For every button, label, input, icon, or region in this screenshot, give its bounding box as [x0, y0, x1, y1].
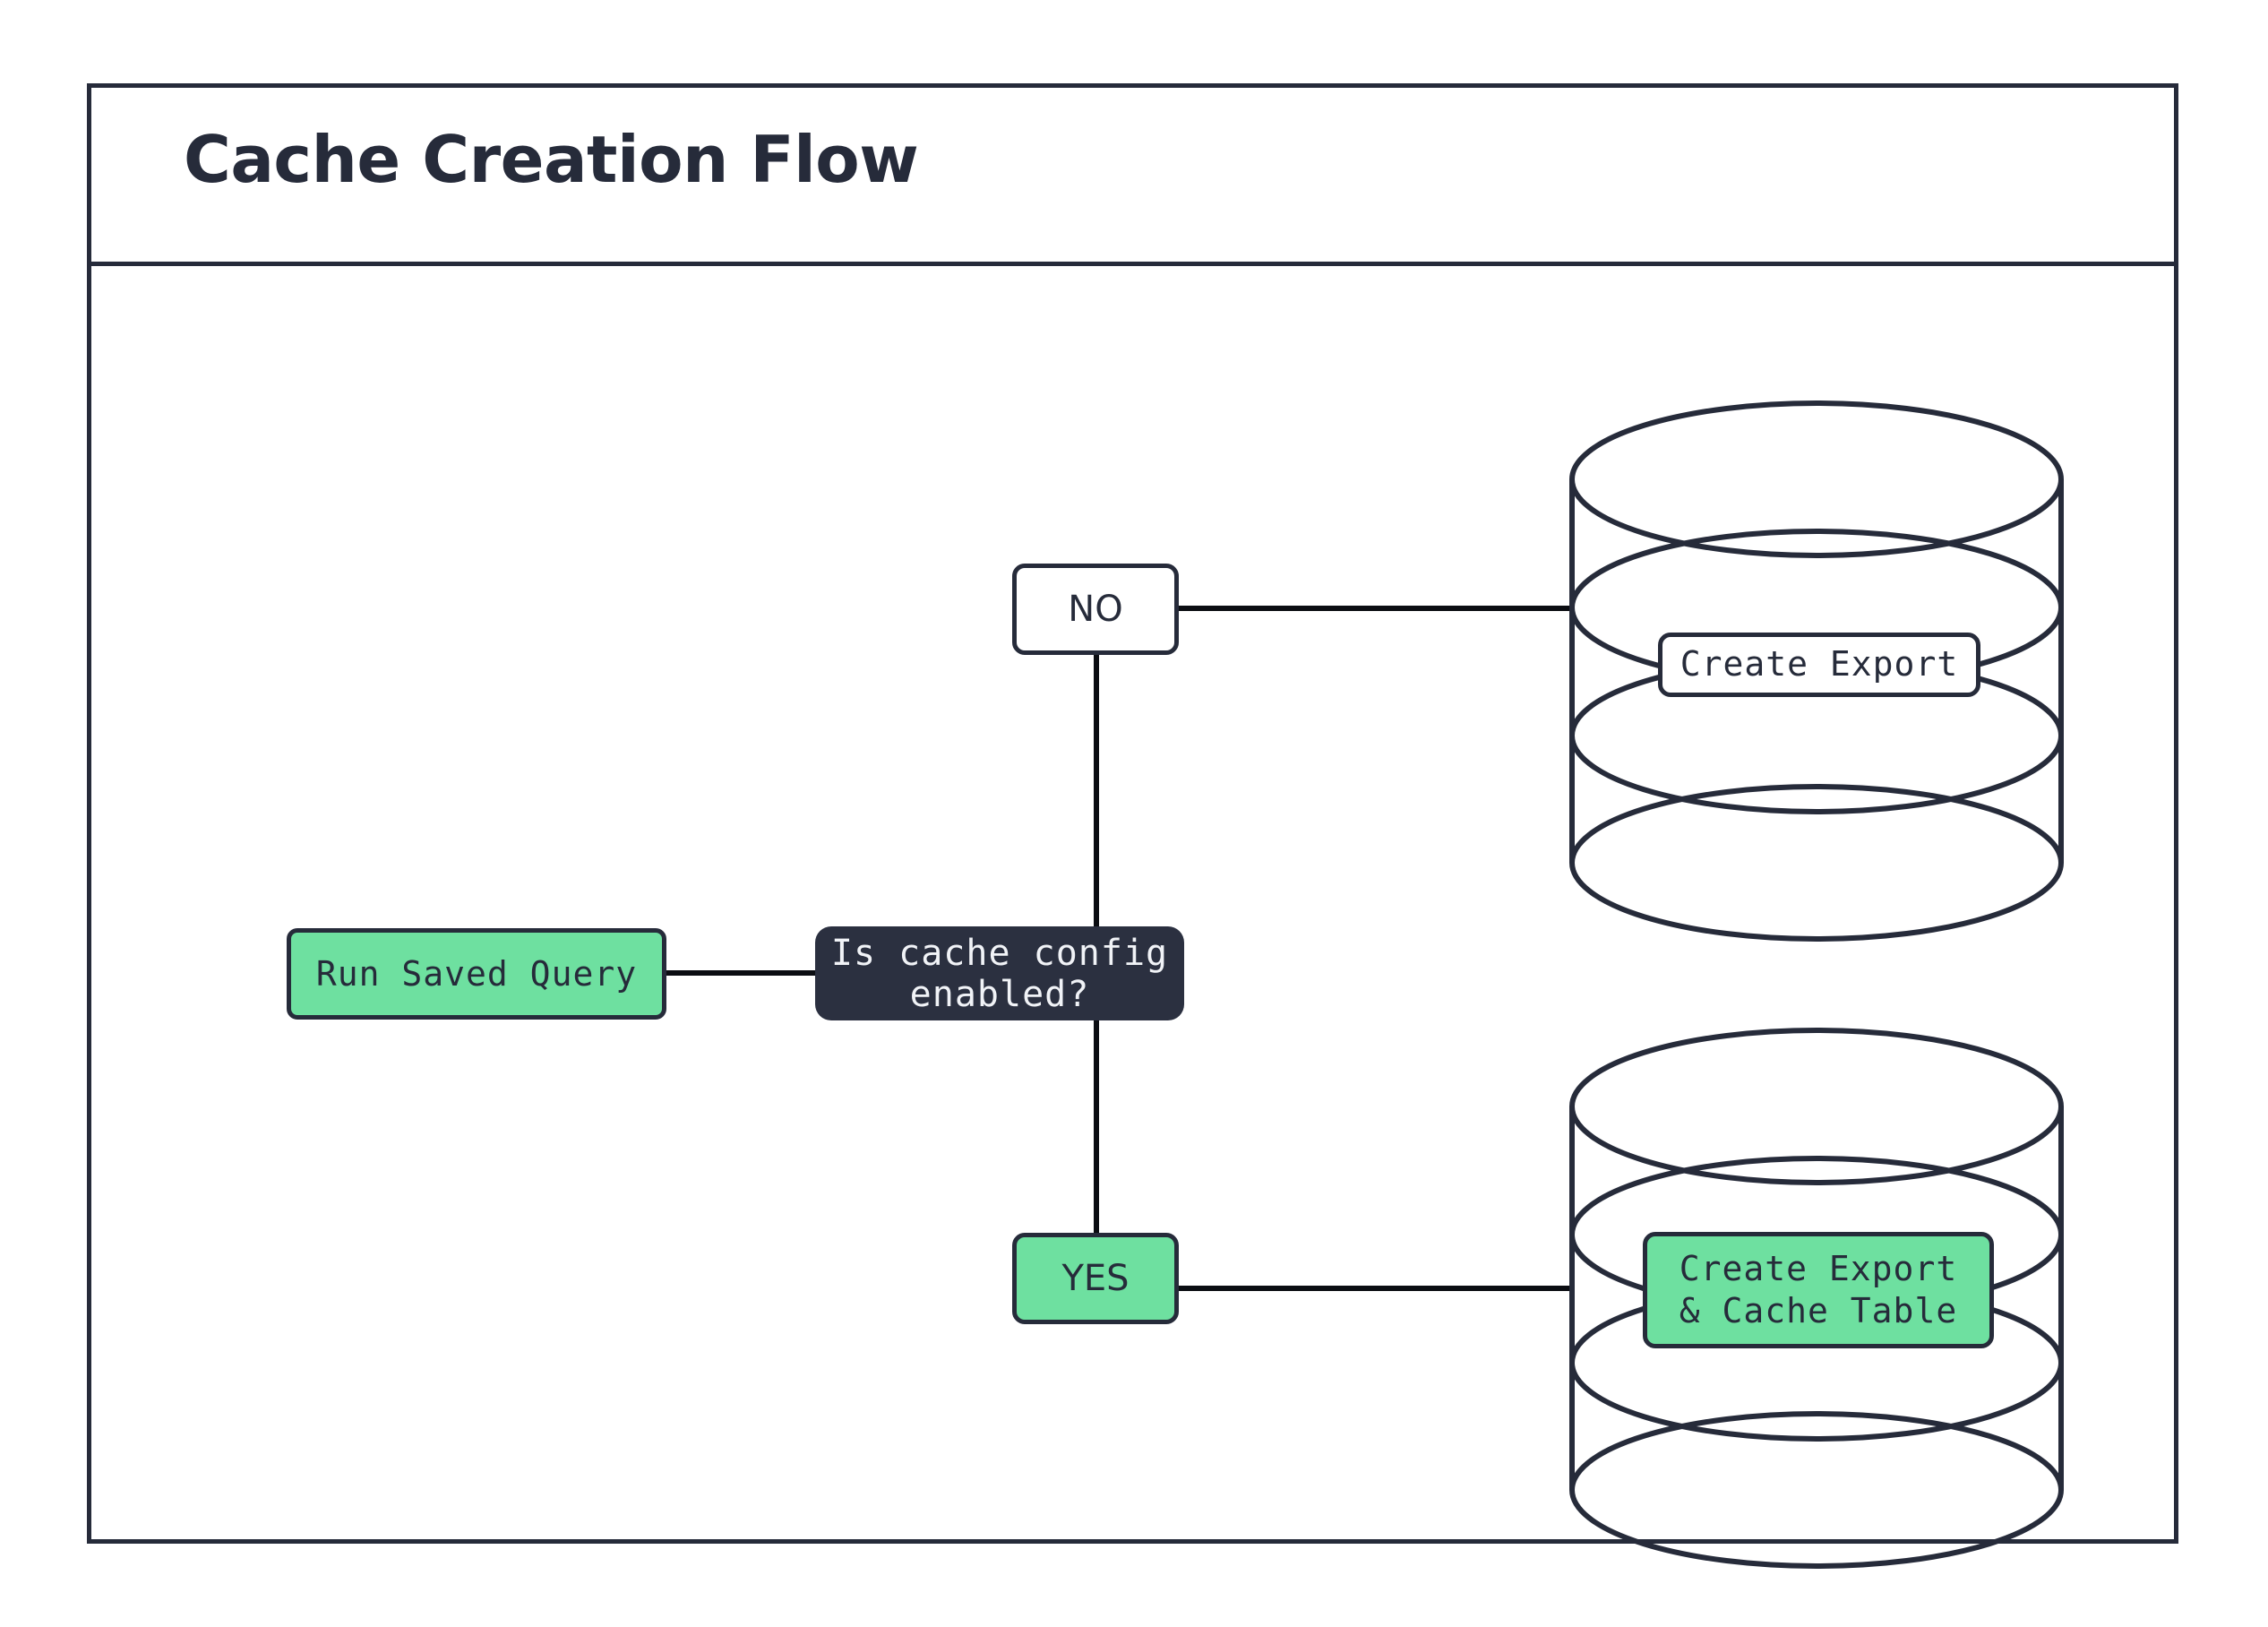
cylinder-disc-1	[1569, 1028, 2064, 1185]
node-run-saved-query[interactable]: Run Saved Query	[287, 928, 666, 1020]
edge-label-no[interactable]: NO	[1012, 564, 1179, 655]
database-label-create-export-cache: Create Export & Cache Table	[1643, 1232, 1994, 1348]
database-cylinder-create-export[interactable]: Create Export	[1569, 400, 2064, 942]
flowchart-edges	[666, 606, 1571, 1291]
diagram-title-bar: Cache Creation Flow	[91, 88, 2174, 266]
cylinder-disc-4	[1569, 1411, 2064, 1569]
page-title: Cache Creation Flow	[184, 122, 919, 197]
edge-label-yes[interactable]: YES	[1012, 1233, 1179, 1324]
cylinder-disc-1	[1569, 400, 2064, 558]
flowchart-body: Create Export Create Export & Cache Tabl…	[91, 266, 2174, 1569]
database-label-create-export: Create Export	[1658, 633, 1980, 697]
database-cylinder-create-export-cache[interactable]: Create Export & Cache Table	[1569, 1028, 2064, 1569]
node-is-cache-config-enabled[interactable]: Is cache config enabled?	[815, 926, 1184, 1020]
diagram-frame: Cache Creation Flow	[87, 83, 2178, 1569]
cylinder-shape	[1569, 400, 2064, 942]
cylinder-shape	[1569, 1028, 2064, 1569]
cylinder-disc-4	[1569, 784, 2064, 942]
